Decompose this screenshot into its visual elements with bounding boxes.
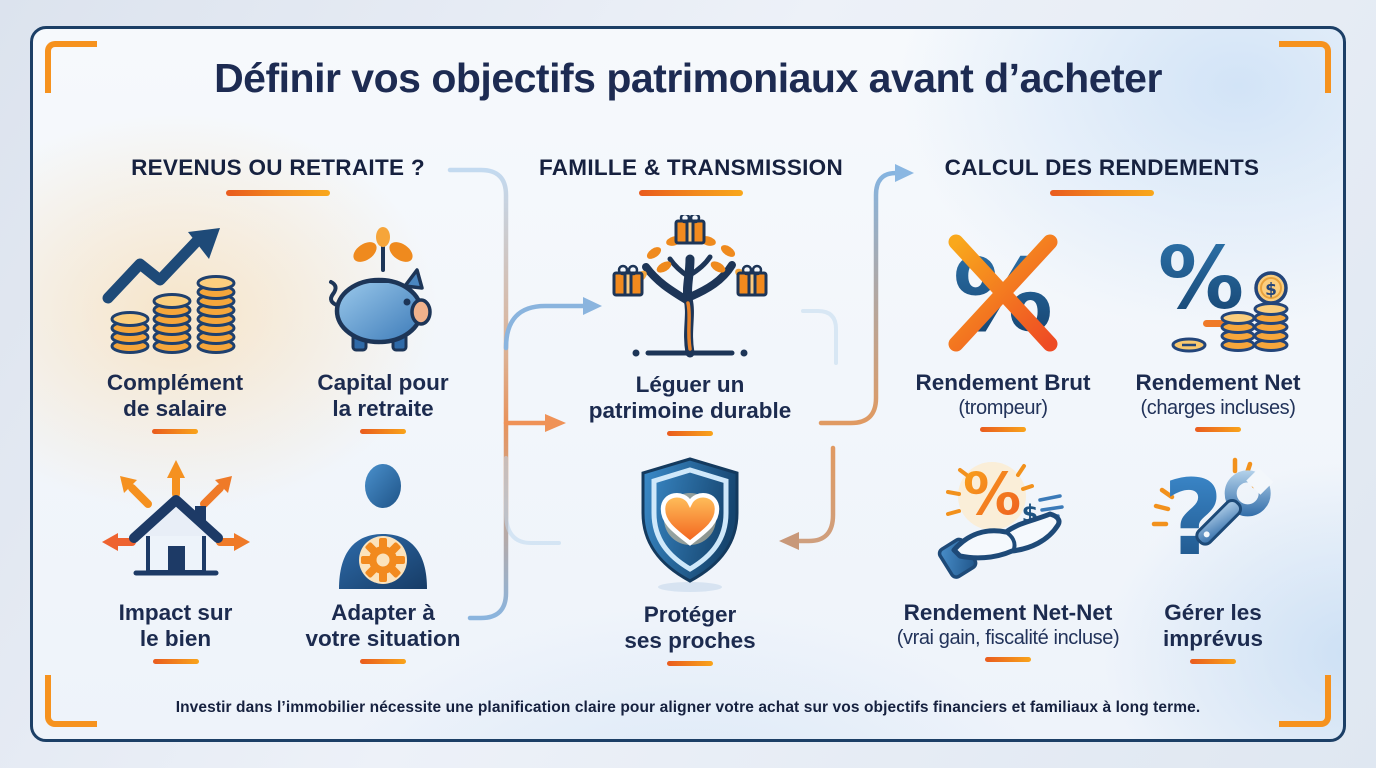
corner-bracket-top-right — [1279, 41, 1331, 93]
item-sublabel: (trompeur) — [958, 396, 1048, 419]
item-label: Adapter à votre situation — [305, 600, 461, 651]
item-sublabel: (charges incluses) — [1140, 396, 1296, 419]
item-label: Rendement Brut — [915, 370, 1091, 395]
house-arrows-icon — [96, 451, 256, 591]
accent-underline — [360, 429, 406, 435]
svg-text:%: % — [963, 460, 1021, 528]
accent-underline — [667, 431, 713, 437]
item-complement-salaire: Complément de salaire — [85, 221, 265, 435]
footer-note: Investir dans l’immobilier nécessite une… — [175, 699, 1201, 716]
hand-percent-icon: % $ — [928, 451, 1088, 591]
coins-growth-icon — [100, 221, 250, 361]
percent-crossed-icon: % — [928, 221, 1078, 361]
percent-coins-icon: % $ — [1143, 221, 1293, 361]
column-header-label: REVENUS OU RETRAITE ? — [131, 155, 425, 180]
item-label: Capital pour la retraite — [317, 370, 449, 421]
shield-heart-icon — [625, 453, 755, 593]
item-rendement-net: % $ Rendement Net (c — [1118, 221, 1318, 433]
svg-text:$: $ — [1265, 280, 1277, 300]
header-accent-underline — [226, 190, 330, 196]
main-panel: Définir vos objectifs patrimoniaux avant… — [30, 26, 1346, 742]
column-header-rendements: CALCUL DES RENDEMENTS — [917, 155, 1287, 196]
accent-underline — [667, 661, 713, 667]
item-rendement-net-net: % $ Rendement Net-Net (vrai gain, fiscal… — [883, 451, 1133, 663]
corner-bracket-bottom-right — [1279, 675, 1331, 727]
item-leguer-patrimoine: Léguer un patrimoine durable — [580, 213, 800, 437]
item-adapter-situation: Adapter à votre situation — [293, 451, 473, 665]
column-header-label: FAMILLE & TRANSMISSION — [538, 155, 844, 180]
column-header-label: CALCUL DES RENDEMENTS — [944, 155, 1260, 180]
item-label: Rendement Net-Net — [903, 600, 1113, 625]
item-label: Gérer les imprévus — [1162, 600, 1264, 651]
column-header-revenus: REVENUS OU RETRAITE ? — [93, 155, 463, 196]
accent-underline — [152, 659, 199, 665]
accent-underline — [980, 427, 1026, 433]
accent-underline — [1195, 427, 1241, 433]
item-label: Impact sur le bien — [118, 600, 233, 651]
item-label: Rendement Net — [1135, 370, 1301, 395]
item-sublabel: (vrai gain, fiscalité incluse) — [896, 626, 1120, 649]
accent-underline — [985, 657, 1031, 663]
question-wrench-icon: ? — [1138, 451, 1288, 591]
corner-bracket-top-left — [45, 41, 97, 93]
piggy-bank-icon — [313, 221, 453, 361]
person-gear-icon — [323, 451, 443, 591]
page-title: Définir vos objectifs patrimoniaux avant… — [214, 55, 1162, 101]
item-label: Protéger ses proches — [624, 602, 756, 653]
corner-bracket-bottom-left — [45, 675, 97, 727]
item-gerer-imprevus: ? Gérer les imprévus — [1118, 451, 1308, 665]
accent-underline — [1190, 659, 1236, 665]
header-accent-underline — [1050, 190, 1154, 196]
header-accent-underline — [639, 190, 743, 196]
item-impact-bien: Impact sur le bien — [83, 451, 268, 665]
item-capital-retraite: Capital pour la retraite — [293, 221, 473, 435]
item-label: Complément de salaire — [106, 370, 244, 421]
column-header-famille: FAMILLE & TRANSMISSION — [506, 155, 876, 196]
gift-tree-icon — [590, 213, 790, 363]
accent-underline — [152, 429, 198, 435]
item-proteger-proches: Protéger ses proches — [580, 453, 800, 667]
item-rendement-brut: % Rendement Brut (trompeur) — [908, 221, 1098, 433]
item-label: Léguer un patrimoine durable — [588, 372, 792, 423]
accent-underline — [360, 659, 406, 665]
